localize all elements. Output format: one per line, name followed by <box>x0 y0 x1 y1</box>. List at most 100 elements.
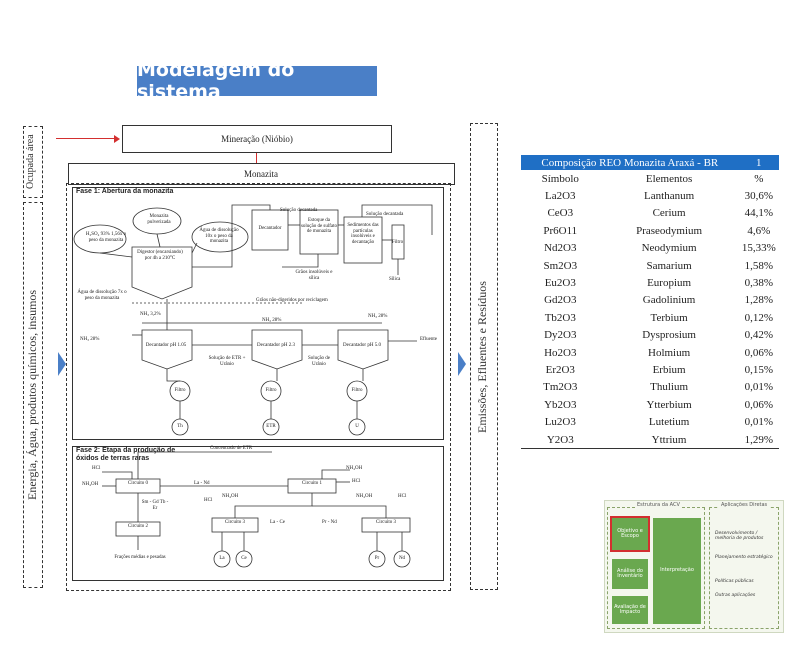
u-sol-label: Solução de Urânio <box>307 356 331 367</box>
nh3-label-4: NH₃ 28% <box>368 314 388 319</box>
hcl-label-4: HCl <box>398 494 407 499</box>
concentrate-label: Concentrado de ETR <box>210 446 253 451</box>
phase2-frame <box>72 446 444 581</box>
outputs-label: Emissões, Efluentes e Resíduos <box>475 281 489 434</box>
element-cell: Yttrium <box>599 430 739 450</box>
dec2-label: Decantador pH 2.3 <box>257 343 295 348</box>
water-label: Água de dissolução 10x o peso da monazit… <box>199 228 239 244</box>
decanter-label: Decantador <box>258 226 282 231</box>
silica-label: Sílica <box>389 277 401 282</box>
filtro3-label: Filtro <box>351 388 363 393</box>
symbol-cell: La2O3 <box>545 190 576 203</box>
percent-cell: 4,6% <box>747 224 771 237</box>
hcl-label-3: HCl <box>204 498 213 503</box>
occupied-area-label: Ocupada área <box>25 134 36 190</box>
symbol-cell: Ho2O3 <box>544 346 577 359</box>
water7x-label: Água de dissolução 7x o peso da monazita <box>77 290 127 301</box>
reo-composition-table: Composição REO Monazita Araxá - BR 1 Sím… <box>521 155 779 450</box>
acv-framework-figure: Estrutura da ACV Aplicações Diretas Obje… <box>604 500 784 633</box>
symbol-cell: CeO3 <box>547 207 574 220</box>
acv-app-1: Desenvolvimento / melhoria de produtos <box>715 531 764 542</box>
column-header-row: Símbolo Elementos % <box>521 170 779 187</box>
outputs-box <box>470 123 498 590</box>
phase1-diagram <box>73 204 433 436</box>
sm-gd-label: Sm - Gd Tb - Er <box>141 500 169 511</box>
nh3-label-2: NH₃ 28% <box>80 337 100 342</box>
etr-u-label: Solução de ETR + Urânio <box>208 356 246 367</box>
goal-scope-box: Objetivo e Escopo <box>610 516 650 552</box>
symbol-cell: Eu2O3 <box>544 277 576 290</box>
nh3-label-3: NH₃ 28% <box>262 318 282 323</box>
table-header-row: Composição REO Monazita Araxá - BR 1 <box>521 155 779 170</box>
decanted2-label: Solução decantada <box>366 212 404 217</box>
h2so4-label: H₂SO₄ 93% 1,56x o peso da monazita <box>85 232 127 243</box>
output-arrow <box>458 352 466 376</box>
percent-cell: 0,06% <box>744 346 774 359</box>
phase2-title: Fase 2: Etapa da produção de óxidos de t… <box>76 447 176 462</box>
element-cell: Holmium <box>648 346 691 359</box>
element-cell: Terbium <box>650 311 688 324</box>
symbol-cell: Pr6O11 <box>543 224 578 237</box>
element-cell: Praseodymium <box>636 224 703 237</box>
stock-label: Estoque da solução de sulfato de monazit… <box>300 218 338 234</box>
hcl-label-2: HCl <box>352 479 361 484</box>
phase1-title: Fase 1: Abertura da monazita <box>76 188 174 195</box>
col-elements: Elementos <box>645 172 693 185</box>
symbol-cell: Yb2O3 <box>544 398 577 411</box>
acv-app-2: Planejamento estratégico <box>715 555 773 560</box>
element-cell: Ytterbium <box>646 398 692 411</box>
inputs-label: Energia, Água, produtos químicos, insumo… <box>25 289 39 501</box>
stock-shape <box>299 209 339 255</box>
nh4oh-label-2: NH₄OH <box>346 466 363 471</box>
percent-cell: 1,58% <box>744 259 774 272</box>
ce-label: Ce <box>241 556 247 561</box>
red-arrow-to-mining <box>56 138 118 139</box>
out1-label: Th <box>177 424 183 429</box>
symbol-cell: Nd2O3 <box>544 242 577 255</box>
pr-nd-label: Pr - Nd <box>322 520 337 525</box>
occupied-area-box <box>23 126 43 198</box>
nh4oh-label-3: NH₄OH <box>222 494 239 499</box>
water-node <box>191 221 249 253</box>
page-title: Modelagem do sistema <box>137 59 377 103</box>
acv-framework-title: Estrutura da ACV <box>635 502 682 508</box>
la-nd-label: La - Nd <box>194 481 210 486</box>
sediment-label: Sedimentos das partículas insolúveis e d… <box>347 223 379 245</box>
process-frame <box>66 183 451 591</box>
symbol-cell: Sm2O3 <box>543 259 578 272</box>
table-index: 1 <box>738 155 779 170</box>
percent-cell: 0,01% <box>744 381 774 394</box>
percent-cell: 0,12% <box>744 311 774 324</box>
digestor-label: Digestor (encarsiando) por 4h a 210°C <box>137 250 183 261</box>
element-cell: Lanthanum <box>644 190 695 203</box>
col-symbol: Símbolo <box>541 172 579 185</box>
table-row: Pr6O11 Praseodymium 4,6% <box>521 222 779 239</box>
c3a-label: Circuito 3 <box>224 520 246 525</box>
element-cell: Cerium <box>652 207 686 220</box>
nh3-label-1: NH₃ 3,2% <box>140 312 161 317</box>
interpretation-box: Interpretação <box>653 518 701 624</box>
col-percent: % <box>754 172 764 185</box>
element-cell: Erbium <box>652 363 686 376</box>
dec3-label: Decantador pH 5.0 <box>343 343 381 348</box>
percent-cell: 0,15% <box>744 363 774 376</box>
percent-cell: 1,29% <box>738 430 779 450</box>
c3b-label: Circuito 3 <box>375 520 397 525</box>
out2-label: ETR <box>266 424 276 429</box>
phase1-frame <box>72 187 444 440</box>
nh4oh-label-4: NH₄OH <box>356 494 373 499</box>
percent-cell: 0,42% <box>744 329 774 342</box>
acv-apps-title: Aplicações Diretas <box>719 502 770 508</box>
percent-cell: 44,1% <box>744 207 774 220</box>
pr-label: Pr <box>374 556 380 561</box>
percent-cell: 15,33% <box>741 242 776 255</box>
